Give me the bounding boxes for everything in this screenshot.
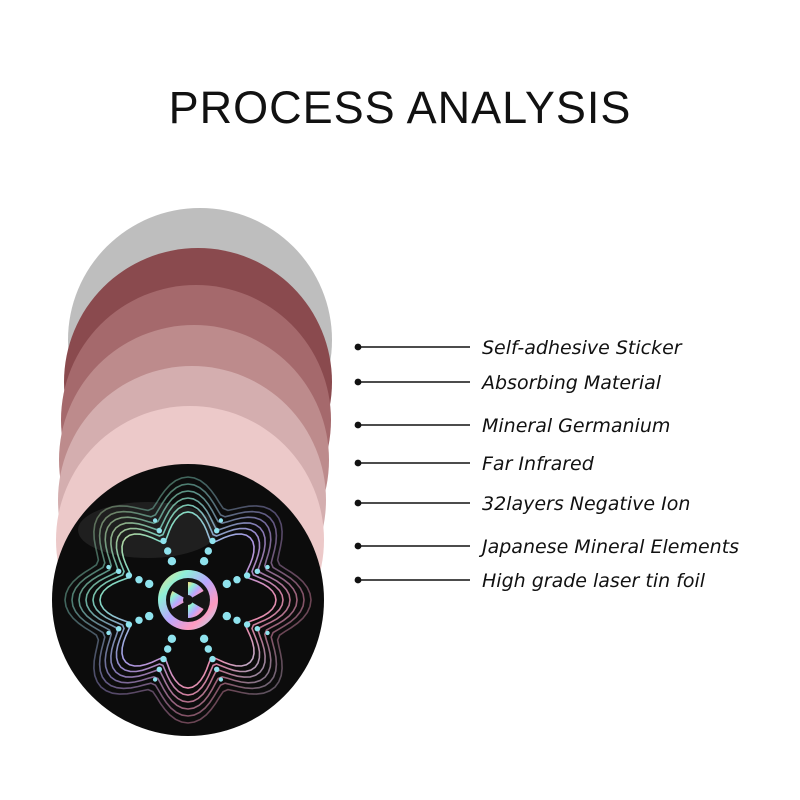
foil-dot xyxy=(265,564,270,570)
foil-dot xyxy=(254,568,260,574)
foil-dot xyxy=(152,518,158,523)
gloss-highlight xyxy=(78,502,218,558)
foil-dot xyxy=(152,677,158,682)
foil-dot xyxy=(167,557,177,566)
foil-dot xyxy=(106,630,111,636)
foil-petal-ring xyxy=(64,476,312,724)
foil-dot xyxy=(167,634,177,643)
foil-dot xyxy=(218,518,224,523)
foil-dot xyxy=(164,645,172,653)
center-hub xyxy=(183,595,193,605)
foil-petal-ring xyxy=(78,490,298,710)
foil-dot xyxy=(222,579,231,589)
foil-petal-ring xyxy=(92,504,284,696)
foil-dot xyxy=(243,572,251,579)
center-sector xyxy=(169,591,188,609)
foil-dot xyxy=(199,557,209,566)
foil-dot xyxy=(145,611,154,621)
foil-dot xyxy=(209,655,216,663)
foil-dot xyxy=(222,611,231,621)
foil-dot xyxy=(125,621,133,628)
foil-dot xyxy=(243,621,251,628)
foil-dot xyxy=(233,576,241,584)
foil-dot xyxy=(199,634,209,643)
foil-dot xyxy=(116,568,122,574)
layer-label-5: 32layers Negative Ion xyxy=(482,493,690,515)
layer-label-3: Mineral Germanium xyxy=(482,415,670,437)
layer-label-4: Far Infrared xyxy=(482,453,595,475)
center-sector xyxy=(188,600,204,618)
layer-discs xyxy=(52,208,332,736)
foil-dot xyxy=(125,572,133,579)
foil-petal-ring xyxy=(85,497,291,703)
foil-dot xyxy=(156,528,162,534)
foil-dot xyxy=(135,576,143,584)
foil-dot xyxy=(214,528,220,534)
layer-label-6: Japanese Mineral Elements xyxy=(478,536,739,558)
foil-dot xyxy=(160,537,167,545)
foil-petal-ring xyxy=(71,483,305,717)
foil-dot xyxy=(204,645,212,653)
foil-dot xyxy=(156,666,162,672)
foil-dot xyxy=(135,616,143,624)
page-title: PROCESS ANALYSIS xyxy=(168,82,632,133)
foil-dot xyxy=(145,579,154,589)
foil-dot xyxy=(164,547,172,555)
foil-dot xyxy=(116,626,122,632)
foil-dot xyxy=(218,677,224,682)
foil-dot xyxy=(160,655,167,663)
layer-label-7: High grade laser tin foil xyxy=(482,570,706,592)
foil-dot xyxy=(204,547,212,555)
foil-dot xyxy=(233,616,241,624)
foil-dot xyxy=(106,564,111,570)
laser-foil-pattern-icon xyxy=(64,476,312,724)
foil-dot xyxy=(209,537,216,545)
foil-petal-ring xyxy=(99,511,277,689)
foil-dot xyxy=(254,626,260,632)
center-sector xyxy=(188,582,204,600)
layer-label-1: Self-adhesive Sticker xyxy=(482,337,683,359)
layer-label-2: Absorbing Material xyxy=(480,372,662,394)
foil-dot xyxy=(214,666,220,672)
foil-dot xyxy=(265,630,270,636)
